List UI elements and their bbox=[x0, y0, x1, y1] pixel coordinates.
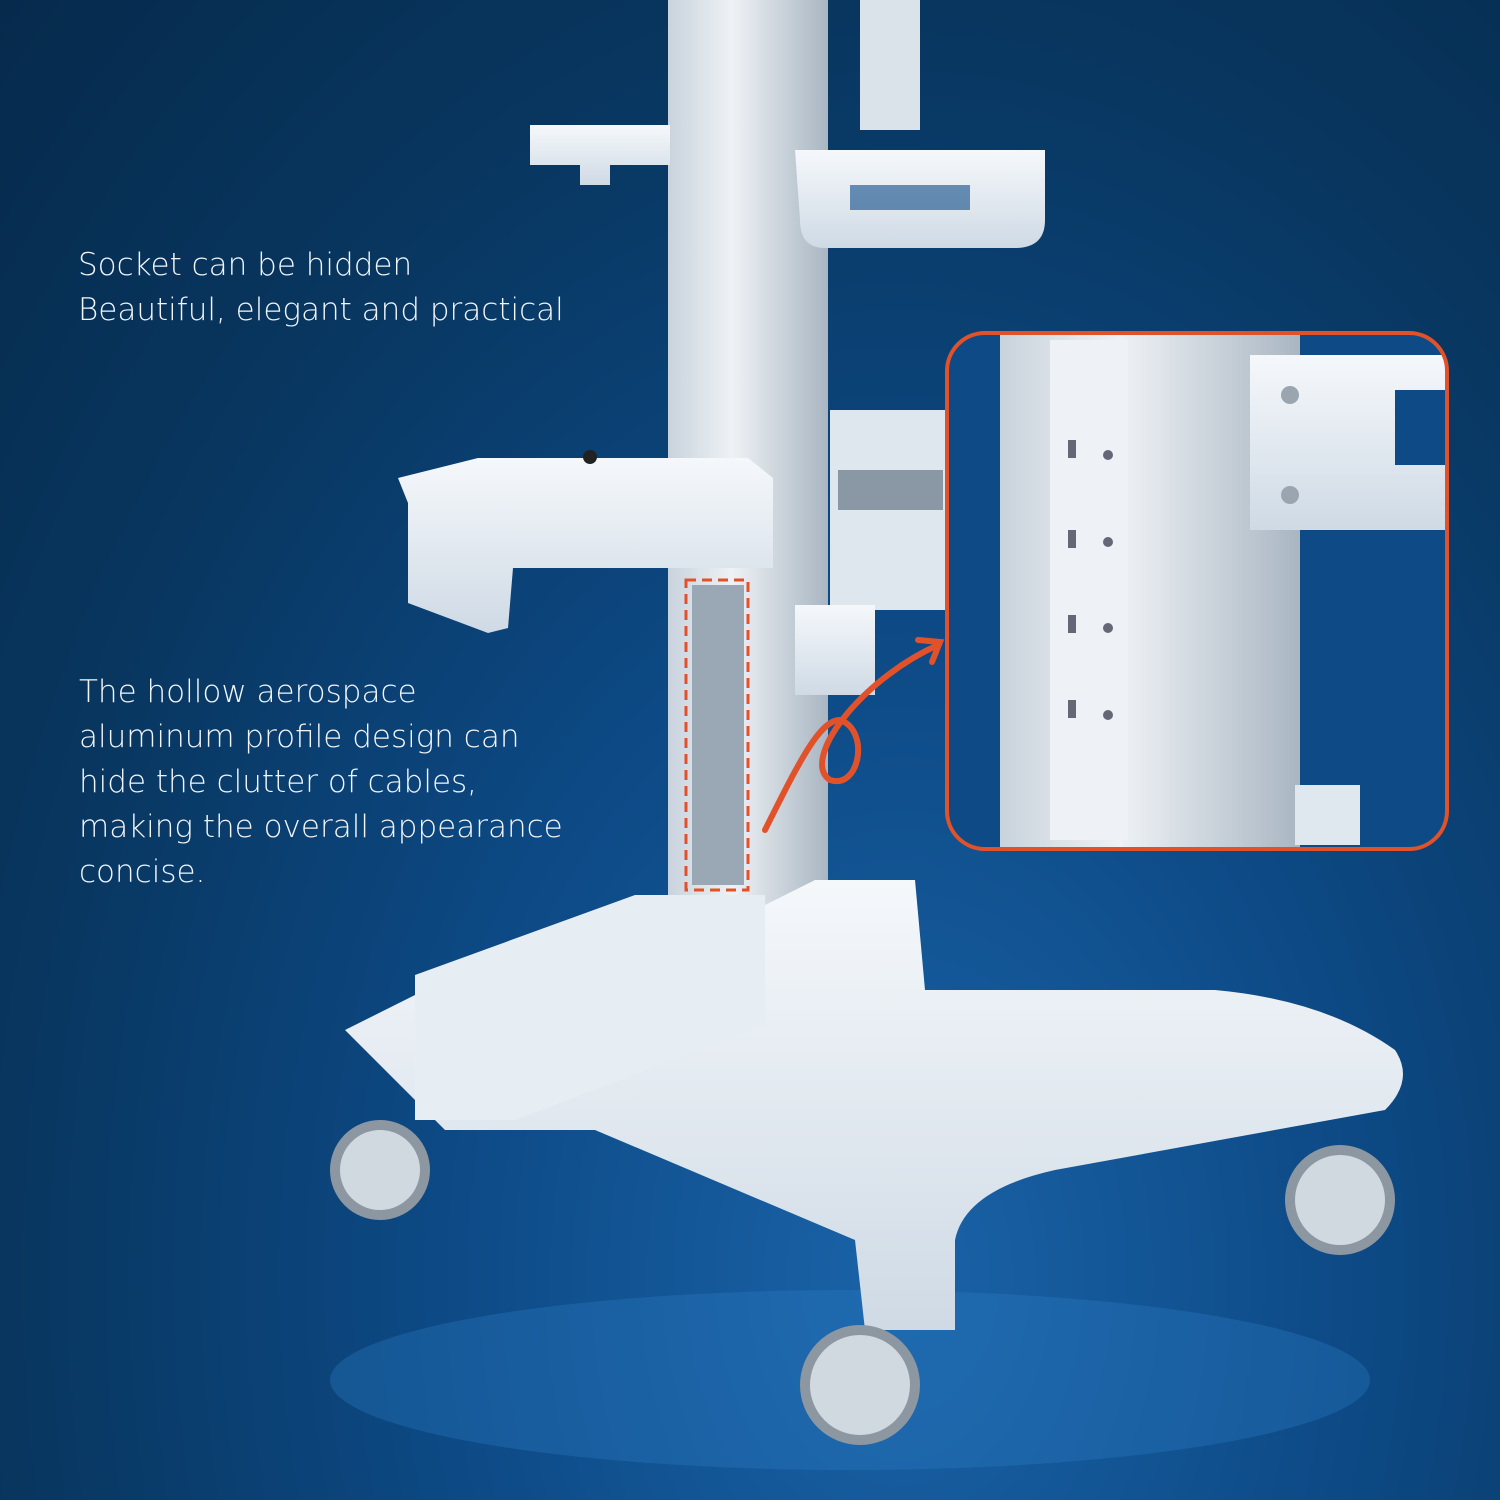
hidden-socket-strip bbox=[692, 585, 744, 885]
caster-wheel bbox=[330, 1120, 430, 1220]
socket-closeup-inset bbox=[947, 333, 1447, 849]
socket-highlight-dashed-box bbox=[684, 578, 750, 892]
left-handle bbox=[530, 125, 670, 185]
monitor-arm bbox=[860, 0, 920, 130]
caption-line: The hollow aerospace bbox=[79, 674, 417, 710]
pointer-arrow bbox=[762, 642, 941, 833]
caption-line: Beautiful, elegant and practical bbox=[78, 292, 564, 328]
caption-line: Socket can be hidden bbox=[78, 247, 413, 283]
inset-frame bbox=[945, 331, 1449, 851]
bracket bbox=[795, 605, 875, 695]
middle-shelf bbox=[398, 458, 773, 633]
caster-wheel bbox=[1285, 1145, 1395, 1255]
caption-line: aluminum profile design can bbox=[79, 719, 520, 755]
profile-caption: The hollow aerospace aluminum profile de… bbox=[79, 670, 563, 895]
lower-basket bbox=[415, 895, 765, 1120]
socket-strip bbox=[1050, 340, 1128, 840]
caption-line: concise. bbox=[79, 854, 206, 890]
caster-wheel bbox=[800, 1325, 920, 1445]
caption-line: hide the clutter of cables, bbox=[79, 764, 478, 800]
socket-caption: Socket can be hidden Beautiful, elegant … bbox=[78, 243, 564, 333]
caption-line: making the overall appearance bbox=[79, 809, 563, 845]
